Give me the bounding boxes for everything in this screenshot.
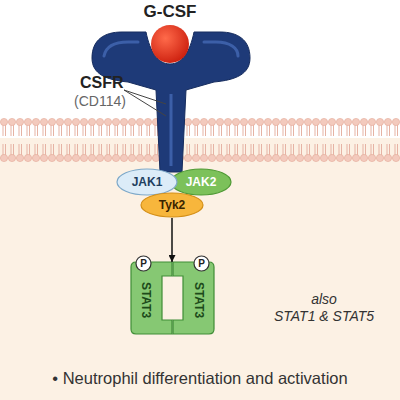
stat-protein-outline xyxy=(173,262,214,334)
leader-line xyxy=(124,90,166,104)
kinase-name: Tyk2 xyxy=(159,198,185,212)
signal-arrow xyxy=(171,218,173,262)
ligand-ball xyxy=(151,25,189,63)
note-text: also STAT1 & STAT5 xyxy=(268,291,380,325)
phospho-mark-outline xyxy=(194,256,209,271)
cytoplasm-area xyxy=(0,138,400,400)
caption-text: • Neutrophil differentiation and activat… xyxy=(0,369,400,388)
phospho-mark: P xyxy=(193,255,210,272)
receptor-highlight xyxy=(204,42,238,56)
stat-protein: STAT3P xyxy=(173,262,214,334)
kinase-name: JAK2 xyxy=(186,175,217,189)
receptor-highlight xyxy=(104,42,138,56)
diagram-title: G-CSF xyxy=(120,2,220,22)
tyk-kinase: Tyk2 xyxy=(140,192,204,218)
jak-kinase: JAK1 xyxy=(116,168,178,196)
phospho-letter: P xyxy=(140,258,147,269)
phospho-mark-outline xyxy=(136,256,151,271)
phospho-letter: P xyxy=(198,258,205,269)
jak-kinase-outline xyxy=(117,169,177,195)
kinase-name: JAK1 xyxy=(132,175,163,189)
stat-protein-outline xyxy=(131,262,172,334)
jak-kinase-outline xyxy=(171,169,231,195)
phospho-mark: P xyxy=(135,255,152,272)
receptor-highlight xyxy=(170,94,173,166)
jak-kinase: JAK2 xyxy=(170,168,232,196)
protein-name: STAT3 xyxy=(139,282,153,318)
tyk-kinase-outline xyxy=(141,193,203,217)
cd-number: (CD114) xyxy=(74,93,144,109)
protein-name: STAT3 xyxy=(192,282,206,318)
stat-protein: STAT3P xyxy=(131,262,172,334)
cell-membrane xyxy=(0,118,400,162)
receptor-name: CSFR xyxy=(80,74,140,92)
leader-line xyxy=(124,90,166,116)
